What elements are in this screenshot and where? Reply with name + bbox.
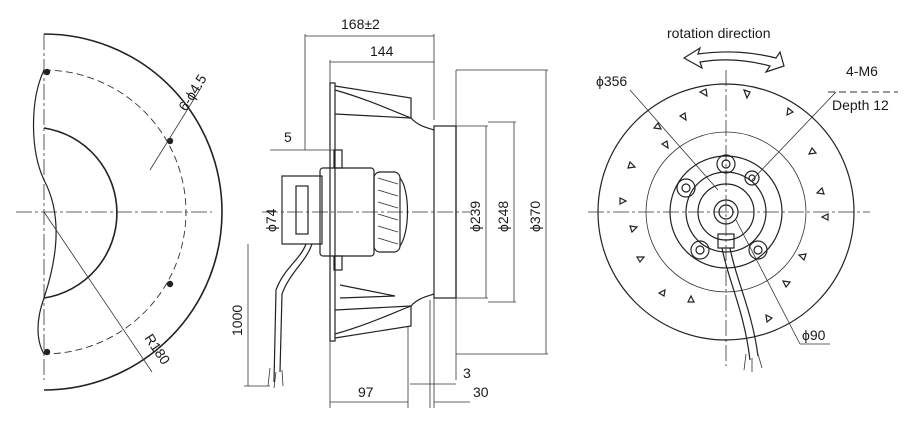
mount-lug-right-upper-hole (748, 174, 756, 182)
cable-gland (717, 233, 735, 249)
dim-outer-diameter: ϕ370 (527, 201, 543, 232)
disk-ring (645, 131, 807, 293)
dim-motor-diameter: ϕ74 (263, 208, 279, 232)
side-view-bolt-circle (43, 69, 187, 355)
hole-callout: 6-ϕ4.5 (175, 71, 210, 113)
mount-lug-top (716, 154, 736, 174)
hub-outer (685, 171, 767, 253)
hub-ring (669, 155, 783, 269)
side-view: 6-ϕ4.5 R180 (16, 33, 223, 391)
side-view-hole-top (43, 68, 51, 76)
hole-leader (149, 85, 203, 171)
rotation-direction-label: rotation direction (667, 25, 771, 41)
front-view: rotation direction (588, 25, 898, 372)
side-view-inner-opening (43, 127, 118, 299)
mount-lug-left-lower (690, 240, 710, 260)
dim-offset-30: 30 (473, 384, 489, 400)
side-view-hole-upper (166, 137, 174, 145)
side-view-cut-curve (32, 69, 57, 299)
shroud-lower (334, 293, 435, 339)
outer-disk (597, 83, 855, 341)
pcd-356-leader (629, 89, 719, 191)
section-view: 168±2 144 5 ϕ74 (229, 16, 548, 408)
dim-outlet-diameter: ϕ248 (495, 201, 511, 232)
vent-marks (619, 88, 829, 324)
front-cable-right (729, 247, 759, 357)
backplate (329, 82, 336, 342)
cable-wires (267, 367, 284, 389)
pcd-356-label: ϕ356 (596, 73, 627, 89)
shroud-upper-inner (334, 113, 412, 119)
mount-lug-right-upper (744, 170, 760, 186)
radius-leader (43, 211, 153, 373)
front-cable-wires (743, 353, 763, 372)
thread-callout: 4-M6 (846, 63, 878, 79)
mount-lug-right-lower (748, 240, 768, 260)
front-cable-left (721, 247, 751, 361)
side-view-hole-bottom (43, 348, 51, 356)
mount-lug-left-hole (681, 183, 691, 193)
blade-lower-mark (339, 284, 396, 299)
shroud-upper (334, 85, 435, 131)
cable-inner (279, 243, 313, 373)
side-view-cut-curve-lower (37, 297, 45, 355)
dim-inlet-diameter: ϕ239 (467, 201, 483, 232)
radius-callout: R180 (142, 331, 174, 368)
side-view-outer-arc (43, 33, 223, 391)
mount-lug-left-lower-hole (695, 245, 705, 255)
motor-cap-inner (295, 185, 309, 235)
pcd-90-leader (735, 219, 801, 345)
dim-cable-length: 1000 (229, 305, 245, 336)
rotation-arrow (682, 46, 785, 74)
rotor-dome (399, 177, 409, 247)
hub-middle (697, 183, 755, 241)
mount-lug-right-lower-hole (753, 245, 763, 255)
rotor-fins (377, 177, 399, 245)
motor-mount-bottom (333, 255, 343, 271)
dim-flange-thickness: 5 (284, 129, 292, 145)
shaft-bore-inner (718, 204, 734, 220)
shaft-bore-outer (713, 199, 739, 225)
blade-lower-curve (334, 305, 412, 335)
blade-upper-curve (334, 89, 412, 119)
mount-lug-top-hole (721, 159, 731, 169)
mount-lug-left (676, 178, 696, 198)
cable-outer (273, 243, 307, 383)
thread-depth: Depth 12 (832, 97, 889, 113)
dim-impeller-width: 144 (370, 43, 394, 59)
shroud-lower-inner (334, 305, 412, 311)
side-view-hole-lower (166, 280, 174, 288)
dim-overall-width: 168±2 (341, 16, 380, 32)
pcd-90-label: ϕ90 (802, 327, 826, 343)
dim-offset-3: 3 (463, 365, 471, 381)
dim-offset-97: 97 (358, 384, 374, 400)
motor-mount-top (333, 149, 343, 169)
thread-leader (751, 91, 837, 181)
